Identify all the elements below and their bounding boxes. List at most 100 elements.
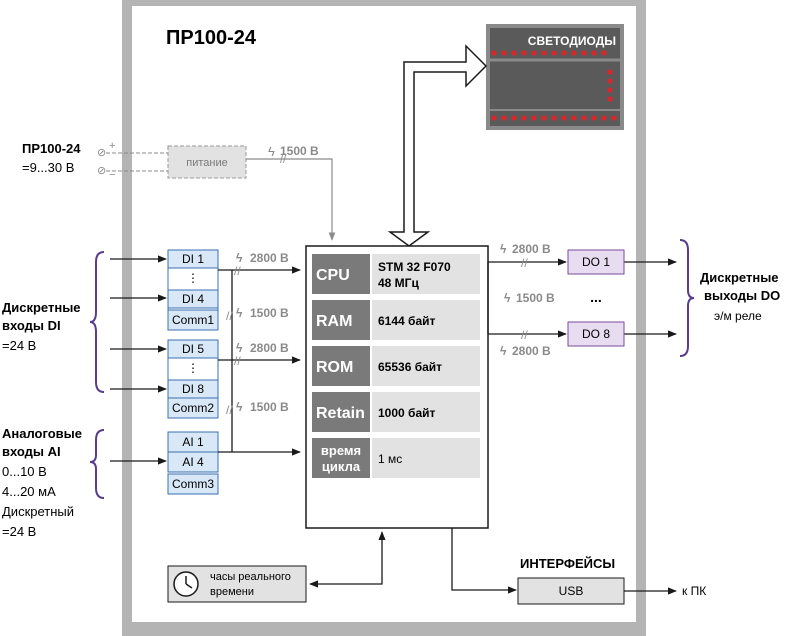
svg-text:⊘: ⊘ — [97, 147, 106, 159]
do-title-line1: Дискретные — [700, 270, 779, 285]
di-5-label: DI 5 — [182, 342, 204, 356]
cpu-key-label-line2: цикла — [322, 459, 361, 474]
power-minus-sign: − — [109, 169, 115, 181]
svg-text://: // — [234, 354, 241, 368]
do-8-label: DO 8 — [582, 327, 610, 341]
usb-label: USB — [559, 584, 584, 598]
svg-text://: // — [226, 309, 233, 323]
do-iso-label-3: 2800 В — [512, 344, 551, 358]
ellipsis-vertical-icon: ⋮ — [187, 361, 199, 375]
lightning-icon: ϟ — [504, 291, 511, 305]
di-group-1: DI 1 ⋮ DI 4 Comm1 — [167, 249, 219, 331]
cpu-value-label: 65536 байт — [378, 360, 442, 374]
interfaces-section: ИНТЕРФЕЙСЫ USB к ПК — [451, 528, 706, 605]
power-isolation-label: 1500 В — [280, 144, 319, 158]
analog-inputs-label: Аналоговые входы AI 0...10 В 4...20 мА Д… — [2, 426, 105, 539]
led-dot — [531, 115, 537, 121]
cpu-key-label: RAM — [316, 313, 352, 330]
ai-1-label: AI 1 — [182, 435, 204, 449]
comm2-label: Comm2 — [172, 401, 214, 415]
ai-group: AI 1 AI 4 Comm3 — [167, 431, 219, 495]
do-brace — [679, 239, 695, 357]
cpu-key-cell — [312, 392, 370, 432]
cpu-table-row: Retain 1000 байт — [312, 392, 480, 432]
do-ellipsis: ... — [590, 289, 602, 305]
do-1-label: DO 1 — [582, 255, 610, 269]
di-8-label: DI 8 — [182, 382, 204, 396]
cpu-key-label: время — [321, 443, 361, 458]
cpu-key-cell — [312, 346, 370, 386]
led-dot — [521, 50, 527, 56]
svg-text://: // — [226, 403, 233, 417]
cpu-key-label: Retain — [316, 405, 365, 422]
interfaces-title: ИНТЕРФЕЙСЫ — [520, 556, 615, 571]
di-1-label: DI 1 — [182, 252, 204, 266]
cpu-key-label: CPU — [316, 267, 350, 284]
cpu-value-label: 6144 байт — [378, 314, 435, 328]
lightning-icon: ϟ — [268, 144, 275, 159]
comm1-label: Comm1 — [172, 313, 214, 327]
led-panel: СВЕТОДИОДЫ — [486, 24, 624, 130]
led-dot — [607, 69, 613, 75]
led-dot — [571, 115, 577, 121]
di-iso-label-4: 1500 В — [250, 400, 289, 414]
rtc-link — [309, 531, 386, 588]
led-dot — [531, 50, 537, 56]
led-dot — [601, 50, 607, 56]
lightning-icon: ϟ — [236, 251, 243, 265]
power-plus-sign: + — [109, 140, 115, 152]
ellipsis-vertical-icon: ⋮ — [187, 271, 199, 285]
svg-text://: // — [521, 256, 528, 270]
power-model: ПР100-24 — [22, 141, 81, 156]
led-dot — [511, 50, 517, 56]
usb-target-label: к ПК — [682, 584, 706, 598]
di-voltage: =24 В — [2, 338, 36, 353]
led-dot — [607, 78, 613, 84]
led-dot — [511, 115, 517, 121]
power-supply-label: питание — [186, 157, 227, 169]
di-iso-label-3: 2800 В — [250, 341, 289, 355]
led-dot — [571, 50, 577, 56]
led-dot — [501, 50, 507, 56]
svg-text://: // — [280, 154, 287, 166]
do-iso-label-1: 2800 В — [512, 242, 551, 256]
discrete-inputs-label: Дискретные входы DI =24 В — [2, 251, 105, 393]
cpu-value-label-line2: 48 МГц — [378, 276, 419, 290]
cpu-value-label: 1000 байт — [378, 406, 435, 420]
output-isolation-labels: ϟ 2800 В // ϟ 1500 В // ϟ 2800 В — [500, 242, 555, 358]
ai-brace — [89, 429, 105, 499]
di-group-2: DI 5 ⋮ DI 8 Comm2 — [167, 339, 219, 419]
lightning-icon: ϟ — [236, 341, 243, 355]
input-arrows — [110, 255, 167, 465]
device-title: ПР100-24 — [166, 27, 257, 49]
led-dot — [491, 50, 497, 56]
led-dot — [541, 115, 547, 121]
do-1-block: DO 1 — [567, 249, 625, 275]
rtc-label-line1: часы реального — [210, 571, 291, 583]
output-bus — [487, 258, 677, 338]
power-section: ПР100-24 =9...30 В + − ⊘ ⊘ питание ϟ 150… — [22, 140, 336, 241]
led-dot — [591, 50, 597, 56]
rtc-label-line2: времени — [210, 586, 254, 598]
led-panel-label: СВЕТОДИОДЫ — [528, 34, 616, 48]
svg-text:⊘: ⊘ — [97, 165, 106, 177]
led-dot — [541, 50, 547, 56]
led-dot — [551, 50, 557, 56]
cpu-value-cell — [372, 392, 480, 432]
rtc-block: часы реального времени — [167, 565, 307, 603]
do-iso-label-2: 1500 В — [516, 291, 555, 305]
led-dot — [501, 115, 507, 121]
lightning-icon: ϟ — [236, 306, 243, 320]
lightning-icon: ϟ — [500, 344, 507, 358]
led-dot — [591, 115, 597, 121]
ai-range-current: 4...20 мА — [2, 484, 56, 499]
cpu-value-label: STM 32 F070 — [378, 260, 451, 274]
di-brace — [89, 251, 105, 393]
di-iso-label-2: 1500 В — [250, 306, 289, 320]
di-4-label: DI 4 — [182, 292, 204, 306]
do-subtitle: э/м реле — [714, 309, 762, 323]
